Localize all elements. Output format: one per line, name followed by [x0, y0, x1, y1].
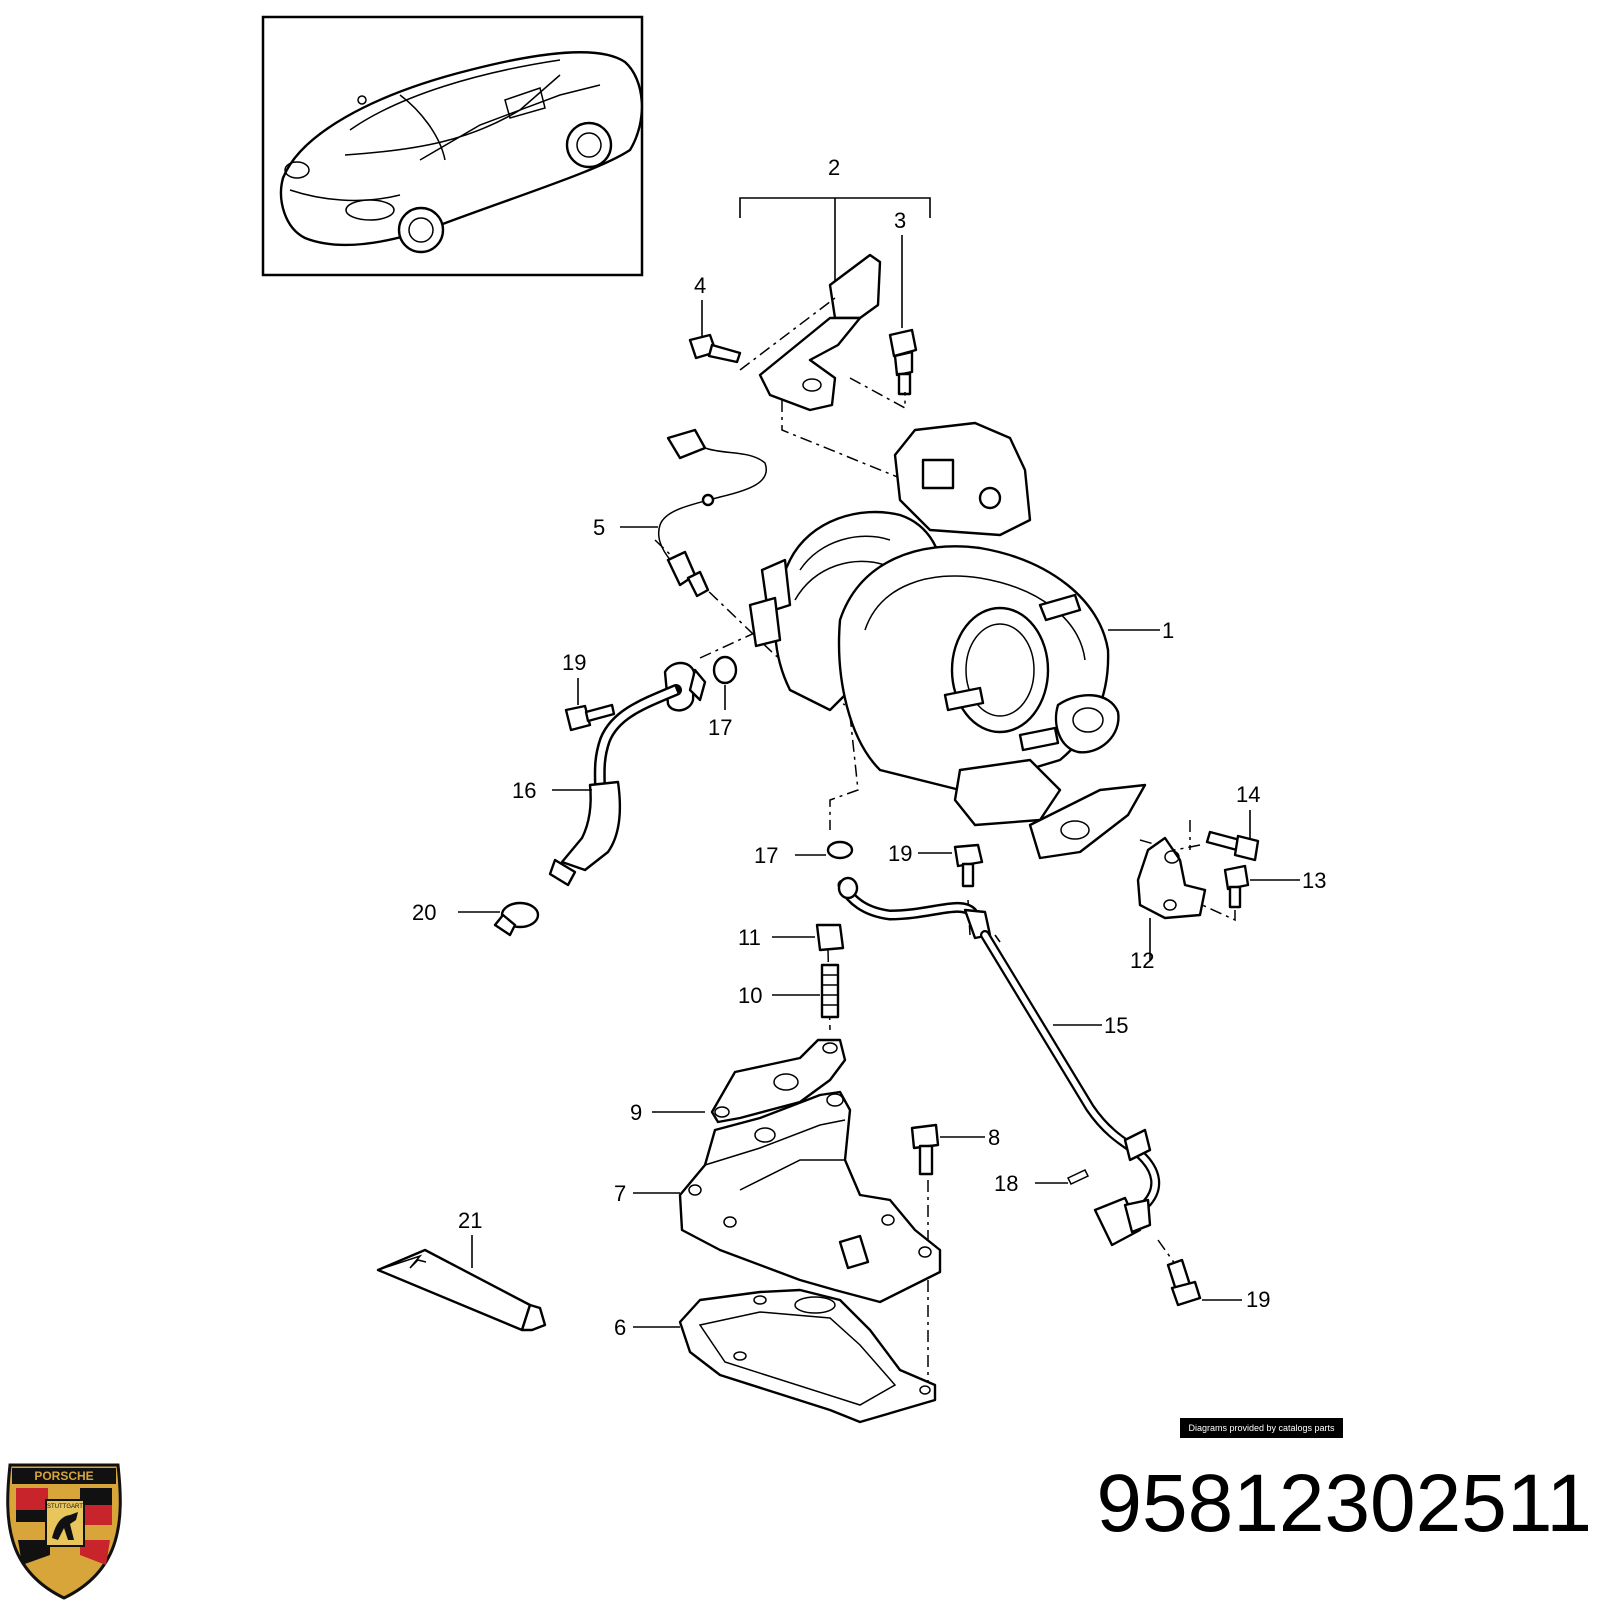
- part-17-seal-lower: [826, 840, 854, 860]
- part-2-bracket: [758, 253, 882, 412]
- callout-1: 1: [1162, 618, 1174, 643]
- part-8-bolt: [910, 1123, 940, 1176]
- callout-labels: 1 2 3 4 5 6 7 8 9 10 11 12 13 14 15 16 1…: [412, 155, 1326, 1340]
- callout-17-lower: 17: [754, 843, 778, 868]
- callout-16: 16: [512, 778, 536, 803]
- part-9-gasket: [710, 1038, 847, 1124]
- bracket-assembly-group-line: [739, 197, 931, 290]
- callout-6: 6: [614, 1315, 626, 1340]
- callout-4: 4: [694, 273, 706, 298]
- part-number: 95812302511: [1096, 1458, 1592, 1549]
- part-13-bolt: [1223, 864, 1250, 909]
- callout-14: 14: [1236, 782, 1260, 807]
- callout-12: 12: [1130, 948, 1154, 973]
- part-19-bolt-left: [564, 678, 616, 732]
- part-15-oil-return-line: [837, 876, 1161, 1247]
- part-10-stud: [820, 963, 840, 1019]
- part-18-clip: [1066, 1169, 1090, 1185]
- part-1-turbocharger: [748, 421, 1147, 860]
- part-19-bolt-middle: [953, 843, 984, 888]
- callout-10: 10: [738, 983, 762, 1008]
- part-17-seal-upper: [712, 655, 738, 710]
- part-6-gasket: [678, 1288, 937, 1424]
- part-14-bolt: [1205, 830, 1260, 862]
- callout-7: 7: [614, 1181, 626, 1206]
- svg-text:PORSCHE: PORSCHE: [34, 1469, 93, 1483]
- callout-19-lower: 19: [1246, 1287, 1270, 1312]
- callout-17-upper: 17: [708, 715, 732, 740]
- part-20-clamp: [493, 901, 540, 937]
- callout-21: 21: [458, 1208, 482, 1233]
- diagram-credit: Diagrams provided by catalogs parts: [1180, 1418, 1343, 1438]
- part-16-oil-pipe: [548, 661, 707, 887]
- part-7-flange: [678, 1090, 942, 1304]
- vehicle-thumbnail: [261, 15, 644, 277]
- callout-19-left: 19: [562, 650, 586, 675]
- callout-9: 9: [630, 1100, 642, 1125]
- porsche-crest-logo: PORSCHE STUTTGART: [6, 1463, 122, 1600]
- callout-13: 13: [1302, 868, 1326, 893]
- callout-20: 20: [412, 900, 436, 925]
- callout-11: 11: [738, 925, 761, 950]
- part-11-nut: [815, 923, 845, 952]
- part-21-sealant-tube: [376, 1248, 547, 1332]
- part-3-stud: [888, 235, 918, 396]
- leader-15-connector: [994, 934, 1001, 943]
- callout-5: 5: [593, 515, 605, 540]
- callout-2: 2: [828, 155, 840, 180]
- callout-3: 3: [894, 208, 906, 233]
- part-5-sensor: [658, 428, 768, 598]
- callout-15: 15: [1104, 1013, 1128, 1038]
- part-12-support-bracket: [1136, 836, 1207, 920]
- part-4-bolt: [688, 300, 742, 364]
- callout-18: 18: [994, 1171, 1018, 1196]
- callout-8: 8: [988, 1125, 1000, 1150]
- callout-19-middle: 19: [888, 841, 912, 866]
- svg-text:STUTTGART: STUTTGART: [47, 1504, 83, 1510]
- part-19-bolt-lower: [1166, 1258, 1202, 1307]
